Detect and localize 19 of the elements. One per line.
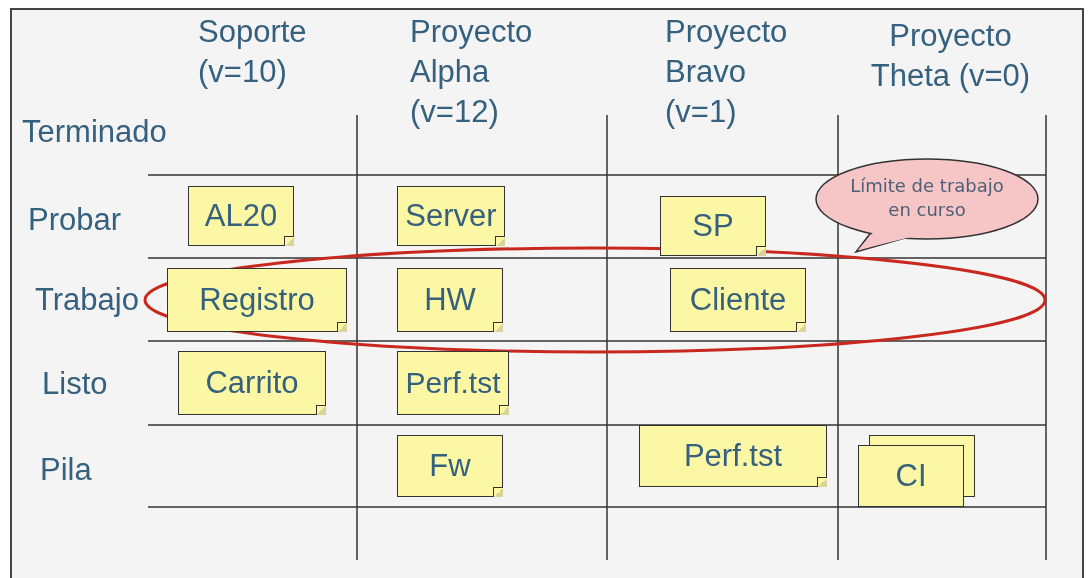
- row-label: Listo: [42, 365, 109, 403]
- sticky-note: Perf.tst: [397, 351, 509, 415]
- sticky-note: HW: [397, 268, 503, 332]
- sticky-note: SP: [660, 196, 766, 256]
- row-label: Pila: [40, 451, 93, 489]
- column-header: Soporte (v=10): [198, 13, 308, 91]
- sticky-note: Server: [397, 186, 505, 246]
- column-header: Proyecto Bravo (v=1): [665, 13, 789, 131]
- sticky-note: Cliente: [670, 268, 806, 332]
- sticky-note: Perf.tst: [639, 425, 827, 487]
- sticky-note: AL20: [188, 186, 294, 246]
- column-header: Proyecto Alpha (v=12): [410, 13, 534, 131]
- sticky-note: Fw: [397, 435, 503, 497]
- row-label: Probar: [28, 201, 123, 239]
- column-header: Proyecto Theta (v=0): [869, 17, 1032, 95]
- sticky-note: Carrito: [178, 351, 326, 415]
- row-label: Terminado: [22, 113, 168, 151]
- row-label: Trabajo: [35, 281, 140, 319]
- sticky-note: Registro: [167, 268, 347, 332]
